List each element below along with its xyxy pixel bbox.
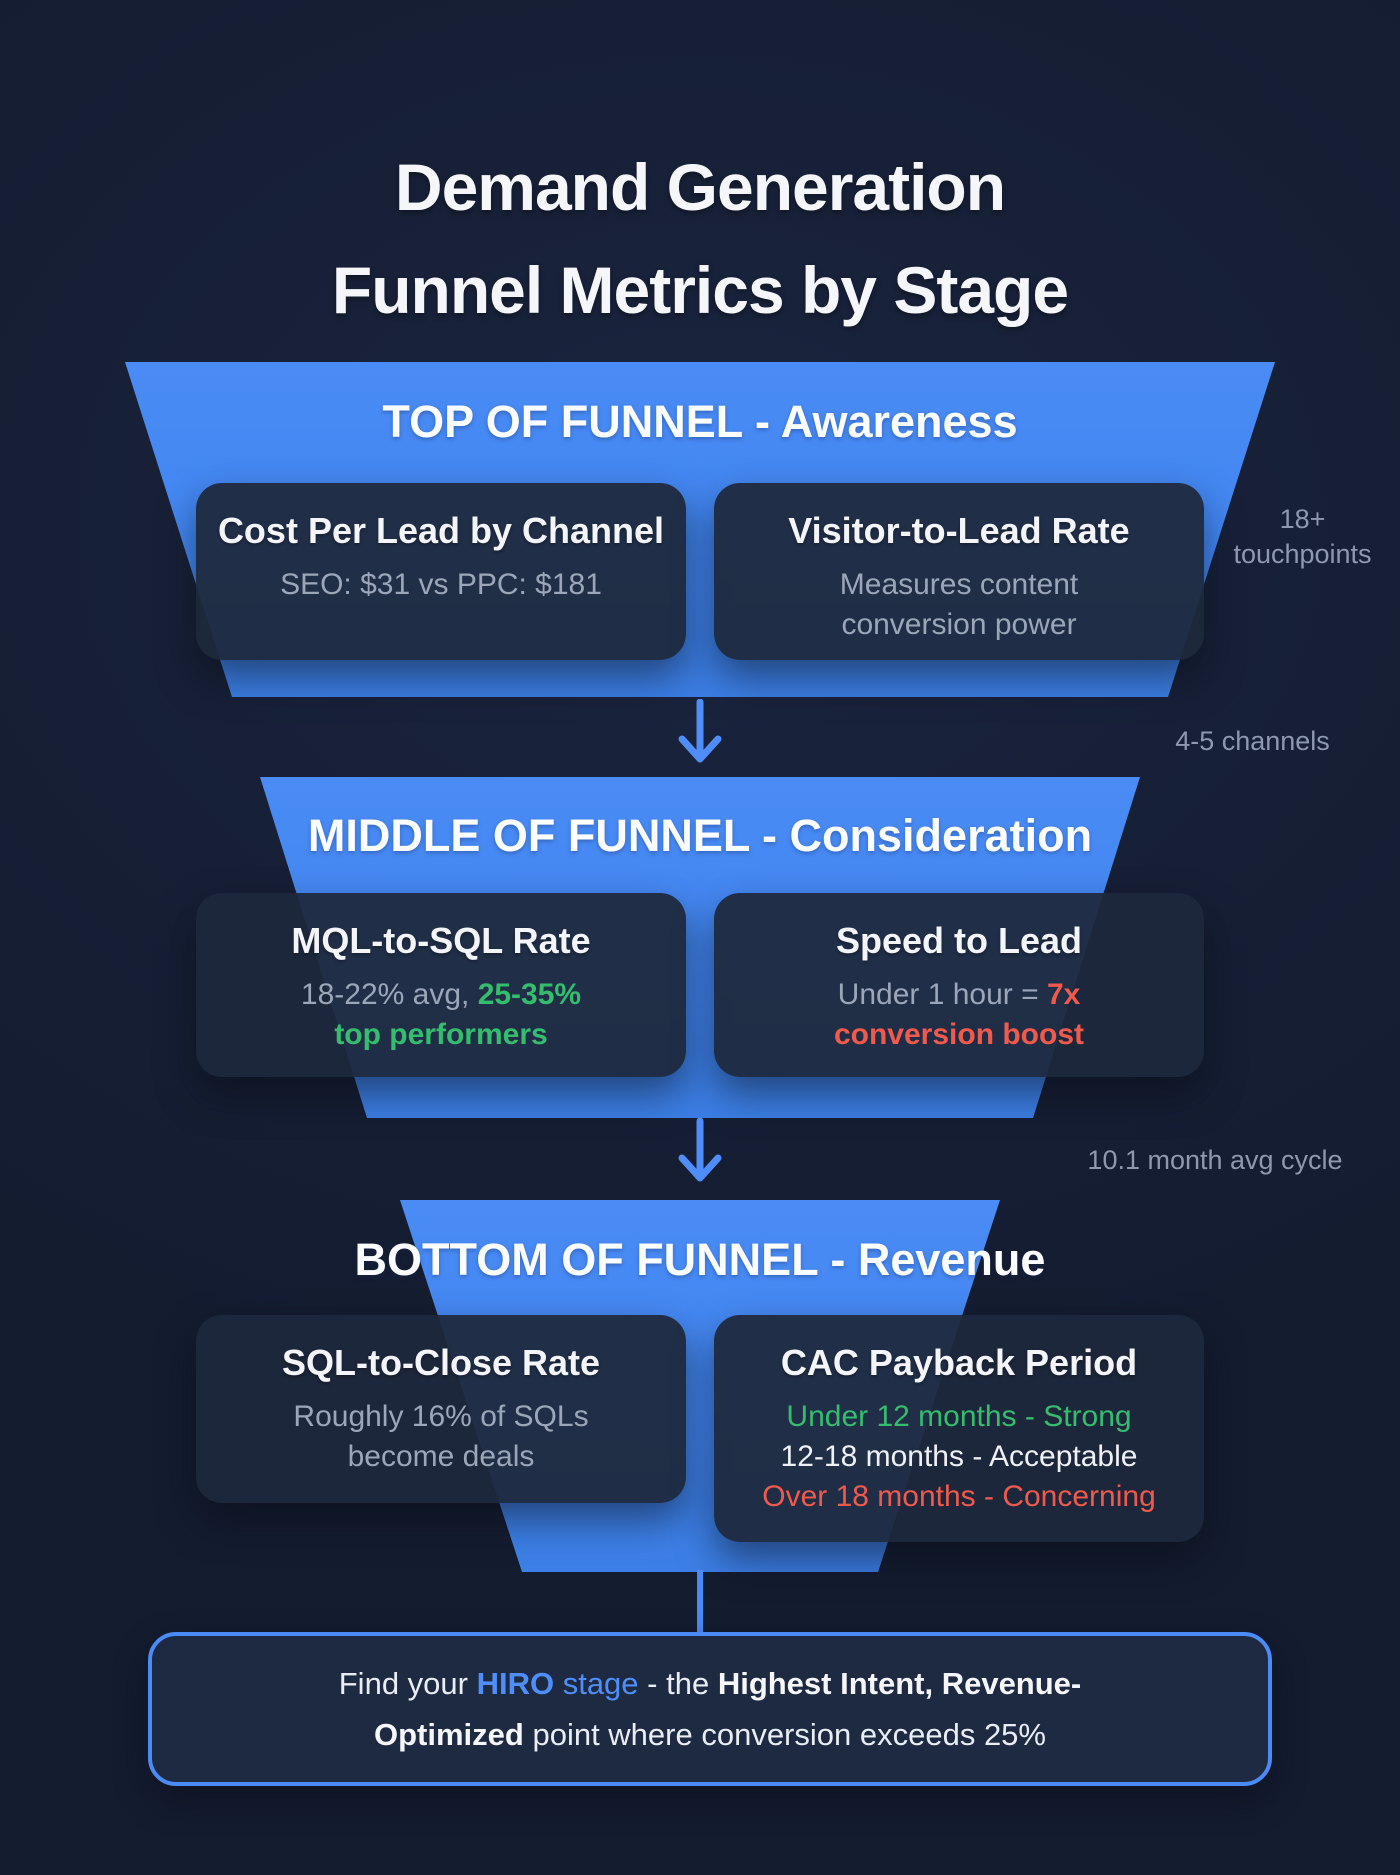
- card-speed-to-lead-value-line-2: conversion boost: [834, 1015, 1084, 1055]
- card-visitor-to-lead: Visitor-to-Lead Rate Measures content co…: [714, 483, 1204, 660]
- hiro-callout-text: Find your HIRO stage - the Highest Inten…: [339, 1658, 1082, 1761]
- card-mql-to-sql-value-line-1: 18-22% avg, 25-35%: [301, 975, 581, 1015]
- hiro-text-tail: point where conversion exceeds 25%: [523, 1717, 1046, 1752]
- card-visitor-to-lead-title: Visitor-to-Lead Rate: [788, 510, 1130, 551]
- annotation-channels: 4-5 channels: [1175, 726, 1330, 756]
- cac-concerning-line: Over 18 months - Concerning: [762, 1479, 1156, 1513]
- card-visitor-to-lead-desc-line-2: conversion power: [841, 608, 1077, 642]
- bottom-stage-heading: BOTTOM OF FUNNEL - Revenue: [354, 1234, 1046, 1285]
- middle-stage-heading: MIDDLE OF FUNNEL - Consideration: [307, 810, 1093, 861]
- annotation-touchpoints-line-1: 18+: [1279, 504, 1326, 534]
- page-title: Demand Generation Funnel Metrics by Stag…: [0, 136, 1400, 341]
- funnel-connector-line: [697, 1570, 703, 1634]
- card-sql-to-close-title: SQL-to-Close Rate: [281, 1342, 601, 1383]
- card-cac-payback-title: CAC Payback Period: [780, 1342, 1138, 1383]
- hiro-stage-word: stage: [554, 1665, 639, 1701]
- card-sql-to-close-desc-line-1: Roughly 16% of SQLs: [293, 1400, 589, 1434]
- card-sql-to-close: SQL-to-Close Rate Roughly 16% of SQLs be…: [196, 1315, 686, 1503]
- card-speed-to-lead: Speed to Lead Under 1 hour = 7x conversi…: [714, 893, 1204, 1077]
- card-speed-to-lead-value-line-1: Under 1 hour = 7x: [838, 975, 1081, 1015]
- page-title-line-2: Funnel Metrics by Stage: [331, 252, 1069, 327]
- card-cost-per-lead-value: SEO: $31 vs PPC: $181: [280, 568, 602, 602]
- card-mql-to-sql-value-line-2: top performers: [334, 1015, 547, 1055]
- stl-condition-text: Under 1 hour =: [837, 978, 1047, 1012]
- card-sql-to-close-desc-line-2: become deals: [347, 1440, 535, 1474]
- page-title-line-1: Demand Generation: [394, 150, 1006, 225]
- card-cost-per-lead: Cost Per Lead by Channel SEO: $31 vs PPC…: [196, 483, 686, 660]
- hiro-definition-part-2: Optimized: [374, 1717, 524, 1752]
- card-visitor-to-lead-desc-line-1: Measures content: [839, 568, 1079, 602]
- card-cost-per-lead-title: Cost Per Lead by Channel: [217, 510, 665, 551]
- card-cac-payback: CAC Payback Period Under 12 months - Str…: [714, 1315, 1204, 1542]
- annotation-avg-cycle: 10.1 month avg cycle: [1087, 1145, 1343, 1175]
- annotation-touchpoints: 18+ touchpoints: [1205, 502, 1400, 572]
- cac-acceptable-line: 12-18 months - Acceptable: [780, 1440, 1138, 1474]
- hiro-definition-part-1: Highest Intent, Revenue-: [717, 1665, 1082, 1701]
- mql-average-text: 18-22% avg,: [300, 978, 478, 1012]
- hiro-callout: Find your HIRO stage - the Highest Inten…: [148, 1632, 1272, 1786]
- annotation-touchpoints-line-2: touchpoints: [1233, 539, 1372, 570]
- hiro-acronym: HIRO: [476, 1665, 555, 1701]
- mql-top-performer-label: top performers: [334, 1018, 548, 1052]
- stl-boost-label: conversion boost: [833, 1018, 1085, 1052]
- card-speed-to-lead-title: Speed to Lead: [835, 920, 1083, 961]
- card-mql-to-sql: MQL-to-SQL Rate 18-22% avg, 25-35% top p…: [196, 893, 686, 1077]
- card-mql-to-sql-title: MQL-to-SQL Rate: [291, 920, 591, 961]
- stl-multiplier: 7x: [1046, 978, 1081, 1012]
- hiro-text-mid: - the: [638, 1665, 718, 1701]
- cac-strong-line: Under 12 months - Strong: [786, 1400, 1132, 1434]
- top-stage-heading: TOP OF FUNNEL - Awareness: [382, 396, 1018, 447]
- hiro-text-intro: Find your: [338, 1665, 477, 1701]
- down-arrow-icon: [678, 1118, 722, 1182]
- down-arrow-icon: [678, 699, 722, 763]
- mql-top-performer-range: 25-35%: [477, 978, 582, 1012]
